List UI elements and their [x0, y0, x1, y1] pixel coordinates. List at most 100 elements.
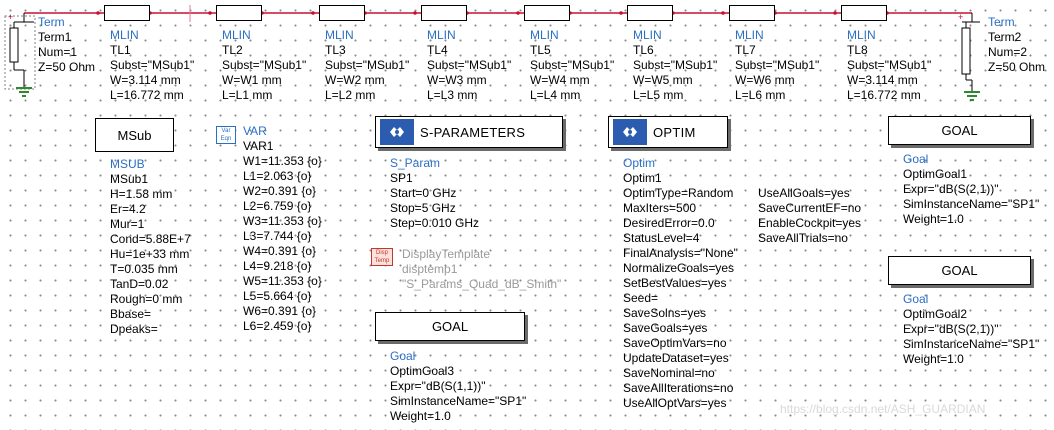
component-param: W=W5 mm: [633, 73, 693, 87]
mlin-tl3-annotation[interactable]: MLIN TL3 Subst="MSub1" W=W2 mm L=L2 mm: [325, 28, 409, 103]
component-param: OptimType=Random: [623, 186, 734, 200]
s-parameters-annotation[interactable]: S_Param SP1 Start=0 GHz Stop=5 GHz Step=…: [390, 156, 479, 231]
optim-gear-icon: [613, 119, 647, 145]
mlin-tl8-symbol[interactable]: [841, 5, 887, 21]
mlin-tl5-annotation[interactable]: MLIN TL5 Subst="MSub1" W=W4 mm L=L4 mm: [530, 28, 614, 103]
component-param: W5=11.353 {o}: [243, 274, 322, 288]
component-instance: TL7: [735, 43, 756, 57]
component-param: SimInstanceName="SP1": [903, 337, 1040, 351]
component-param: L3=7.744 {o}: [243, 229, 312, 243]
component-param: SaveSolns=yes: [623, 306, 707, 320]
component-instance: TL5: [530, 43, 551, 57]
component-instance: TL4: [427, 43, 448, 57]
component-param: W=3.114 mm: [110, 73, 181, 87]
component-param: W=W1 mm: [222, 73, 282, 87]
s-parameters-symbol[interactable]: S-PARAMETERS: [375, 116, 563, 148]
mlin-tl4-annotation[interactable]: MLIN TL4 Subst="MSub1" W=W3 mm L=L3 mm: [427, 28, 511, 103]
mlin-tl8-annotation[interactable]: MLIN TL8 Subst="MSub1" W=3.114 mm L=16.7…: [847, 28, 931, 103]
component-instance: Term2: [988, 30, 1022, 44]
component-param: SaveGoals=yes: [623, 321, 708, 335]
component-param: L=L6 mm: [735, 88, 786, 102]
component-param: Mur=1: [110, 217, 145, 231]
goal1-annotation[interactable]: Goal OptimGoal1 Expr="dB(S(2,1))" SimIns…: [903, 152, 1039, 227]
mlin-tl6-annotation[interactable]: MLIN TL6 Subst="MSub1" W=W5 mm L=L5 mm: [633, 28, 717, 103]
component-param: Er=4.2: [110, 202, 146, 216]
component-instance: OptimGoal1: [903, 167, 968, 181]
mlin-tl3-symbol[interactable]: [319, 5, 365, 21]
component-kind: DisplayTemplate: [402, 247, 491, 261]
goal-box-label: GOAL: [941, 263, 978, 278]
component-param: SaveNominal=no: [623, 366, 715, 380]
display-template-icon[interactable]: Disp Temp: [371, 248, 393, 266]
component-param: EnableCockpit=yes: [758, 216, 862, 230]
optim-annotation[interactable]: Optim Optim1 OptimType=Random MaxIters=5…: [623, 156, 738, 411]
optim-symbol[interactable]: OPTIM: [608, 116, 728, 148]
component-param: Bbase=: [110, 307, 152, 321]
component-param: Subst="MSub1": [325, 58, 410, 72]
mlin-tl7-symbol[interactable]: [729, 5, 775, 21]
mlin-tl7-annotation[interactable]: MLIN TL7 Subst="MSub1" W=W6 mm L=L6 mm: [735, 28, 819, 103]
component-param: SaveOptimVars=no: [623, 336, 727, 350]
display-template-icon-text: Disp Temp: [374, 250, 390, 264]
component-param: UseAllGoals=yes: [758, 186, 850, 200]
goal3-symbol[interactable]: GOAL: [375, 312, 525, 341]
goal3-annotation[interactable]: Goal OptimGoal3 Expr="dB(S(1,1))" SimIns…: [390, 349, 526, 424]
term2-symbol: +: [958, 12, 980, 101]
component-param: L=L1 mm: [222, 88, 273, 102]
goal1-symbol[interactable]: GOAL: [888, 116, 1031, 145]
mlin-tl1-symbol[interactable]: [104, 5, 150, 21]
display-template-annotation[interactable]: DisplayTemplate disptemp1 "S_Params_Quad…: [402, 247, 561, 292]
component-instance: TL2: [222, 43, 243, 57]
component-param: W=W2 mm: [325, 73, 385, 87]
mlin-tl1-annotation[interactable]: MLIN TL1 Subst="MSub1" W=3.114 mm L=16.7…: [110, 28, 194, 103]
component-param: Weight=1.0: [390, 409, 451, 423]
var-eqn-icon[interactable]: Var Eqn: [216, 126, 236, 144]
component-instance: SP1: [390, 171, 413, 185]
component-kind: MLIN: [735, 28, 764, 42]
component-instance: TL8: [847, 43, 868, 57]
component-param: W=3.114 mm: [847, 73, 918, 87]
component-param: Hu=1e+33 mm: [110, 247, 190, 261]
term1-annotation[interactable]: Term Term1 Num=1 Z=50 Ohm: [38, 15, 95, 75]
component-param: W=W4 mm: [530, 73, 590, 87]
optim-annotation-col2[interactable]: UseAllGoals=yes SaveCurrentEF=no EnableC…: [758, 186, 861, 246]
component-param: L5=5.664 {o}: [243, 289, 312, 303]
goal2-symbol[interactable]: GOAL: [888, 256, 1031, 285]
optim-box-label: OPTIM: [653, 124, 696, 140]
mlin-tl5-symbol[interactable]: [524, 5, 570, 21]
s-parameters-box-label: S-PARAMETERS: [420, 124, 526, 140]
goal2-annotation[interactable]: Goal OptimGoal2 Expr="dB(S(2,1))" SimIns…: [903, 292, 1039, 367]
component-param: SaveCurrentEF=no: [758, 201, 862, 215]
component-kind: MSUB: [110, 157, 145, 171]
component-param: TanD=0.02: [110, 277, 169, 291]
term2-annotation[interactable]: Term Term2 Num=2 Z=50 Ohm: [988, 15, 1045, 75]
mlin-tl2-annotation[interactable]: MLIN TL2 Subst="MSub1" W=W1 mm L=L1 mm: [222, 28, 306, 103]
component-param: L6=2.459 {o}: [243, 319, 312, 333]
mlin-tl6-symbol[interactable]: [627, 5, 673, 21]
component-instance: TL3: [325, 43, 346, 57]
component-param: Step=0.010 GHz: [390, 216, 480, 230]
msub-annotation[interactable]: MSUB MSub1 H=1.58 mm Er=4.2 Mur=1 Cond=5…: [110, 157, 191, 337]
component-param: Seed=: [623, 291, 659, 305]
component-param: UseAllOptVars=yes: [623, 396, 727, 410]
goal-box-label: GOAL: [941, 123, 978, 138]
component-kind: MLIN: [847, 28, 876, 42]
component-param: L=L4 mm: [530, 88, 581, 102]
component-kind: MLIN: [633, 28, 662, 42]
component-kind: S_Param: [390, 156, 441, 170]
mlin-tl2-symbol[interactable]: [216, 5, 262, 21]
var-annotation[interactable]: VAR VAR1 W1=11.353 {o} L1=2.063 {o} W2=0…: [243, 124, 322, 334]
component-param: L=16.772 mm: [110, 88, 184, 102]
component-param: StatusLevel=4: [623, 231, 700, 245]
component-param: SimInstanceName="SP1": [390, 394, 527, 408]
var-icon-text: Var Eqn: [220, 128, 232, 142]
component-param: "S_Params_Quad_dB_Smith": [402, 277, 562, 291]
component-param: Subst="MSub1": [530, 58, 615, 72]
mlin-tl4-symbol[interactable]: [421, 5, 467, 21]
svg-text:+: +: [958, 12, 963, 22]
component-param: W3=11.353 {o}: [243, 214, 322, 228]
component-param: Start=0 GHz: [390, 186, 457, 200]
msub-symbol[interactable]: MSub: [95, 118, 174, 152]
component-instance: OptimGoal2: [903, 307, 968, 321]
